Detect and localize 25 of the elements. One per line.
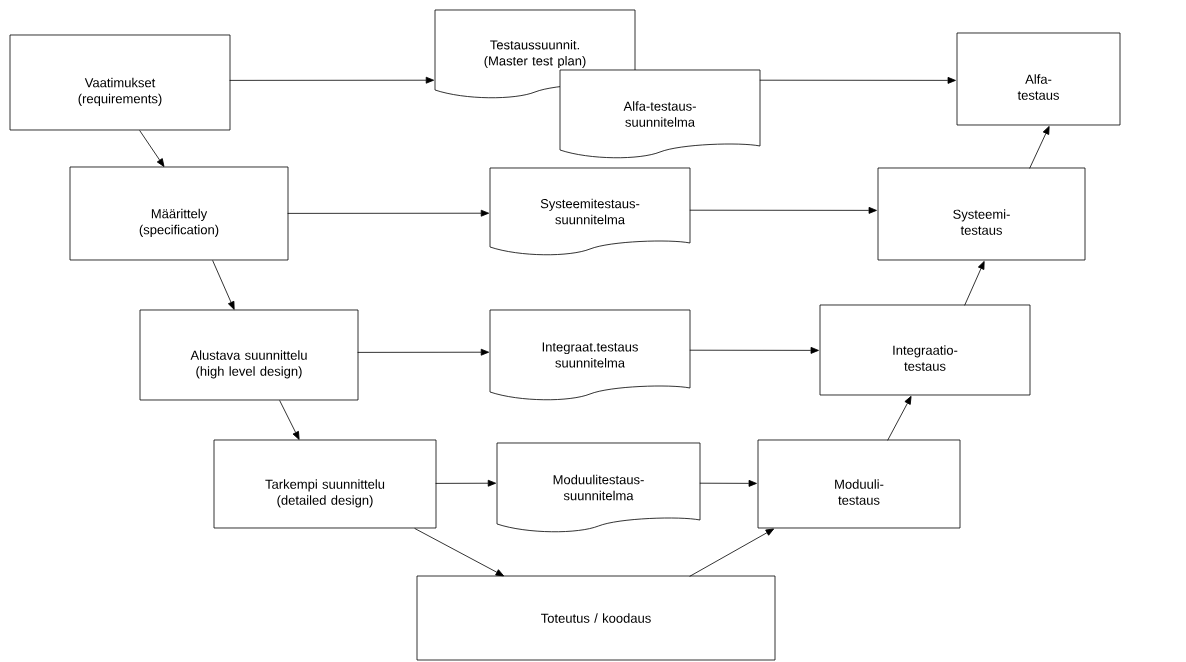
process-box: Integraatio- testaus bbox=[819, 304, 1031, 396]
arrow bbox=[887, 395, 912, 441]
process-box: Moduuli- testaus bbox=[757, 439, 961, 529]
process-box: Alustava suunnittelu (high level design) bbox=[139, 309, 359, 401]
process-box: Toteutus / koodaus bbox=[416, 575, 776, 661]
arrow bbox=[689, 346, 819, 354]
process-box: Systeemi- testaus bbox=[877, 167, 1086, 261]
arrow bbox=[1029, 126, 1050, 169]
arrow bbox=[279, 400, 300, 440]
arrow bbox=[699, 479, 757, 487]
arrow bbox=[357, 348, 490, 356]
arrow bbox=[689, 206, 877, 214]
process-box: Tarkempi suunnittelu (detailed design) bbox=[213, 439, 437, 529]
arrow bbox=[229, 76, 435, 84]
arrow bbox=[139, 130, 165, 167]
process-box: Vaatimukset (requirements) bbox=[9, 34, 231, 131]
arrow bbox=[759, 76, 956, 84]
arrow bbox=[414, 528, 505, 577]
arrow bbox=[689, 528, 775, 577]
arrow bbox=[435, 479, 497, 487]
arrow bbox=[964, 261, 985, 306]
process-box: Määrittely (specification) bbox=[69, 166, 289, 261]
process-box: Alfa- testaus bbox=[956, 32, 1121, 126]
arrow bbox=[212, 260, 235, 310]
arrow bbox=[287, 209, 490, 217]
